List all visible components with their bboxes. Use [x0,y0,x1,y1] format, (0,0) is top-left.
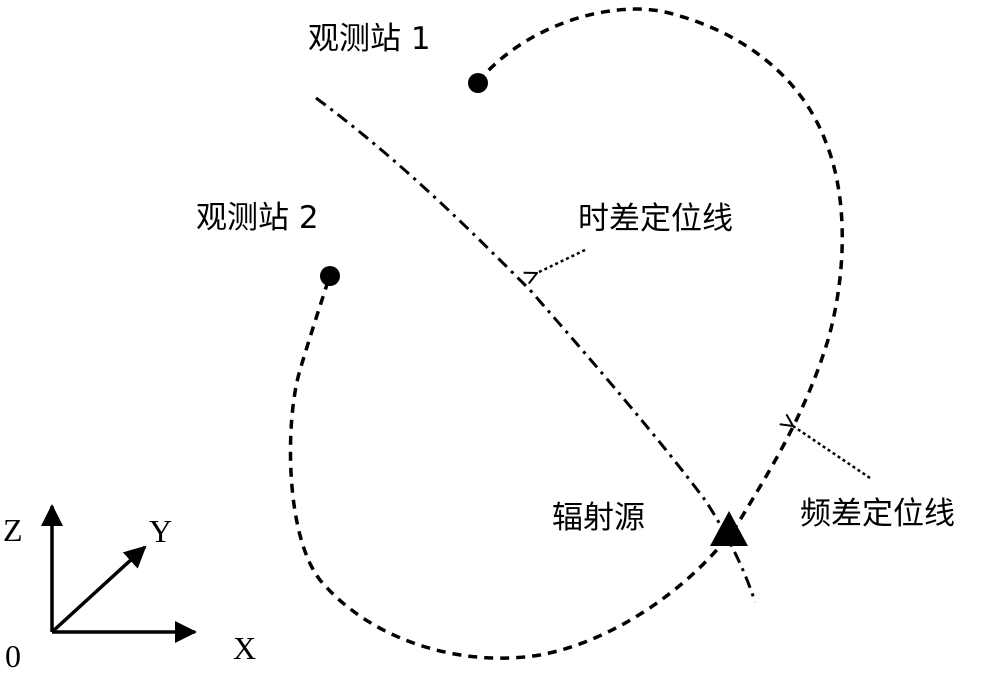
x-axis-label: X [233,630,256,666]
station1-label: 观测站 1 [308,21,431,57]
station2-marker [320,266,340,286]
origin-label: 0 [5,638,21,674]
tdoa-pointer-arrow [537,248,586,273]
fdoa-line-label: 频差定位线 [800,496,955,532]
radiation-source-marker [710,511,748,546]
station1-marker [468,73,488,93]
station2-label: 观测站 2 [196,200,319,236]
fdoa-pointer-arrow [793,426,871,480]
fdoa-locus-curve [288,7,844,660]
y-axis-label: Y [149,513,172,549]
tdoa-line-label: 时差定位线 [578,201,733,237]
y-axis [50,545,147,634]
z-axis-label: Z [3,512,23,548]
tdoa-locus-line [315,96,757,603]
coordinate-axes [41,504,197,643]
radiation-source-label: 辐射源 [552,500,645,536]
